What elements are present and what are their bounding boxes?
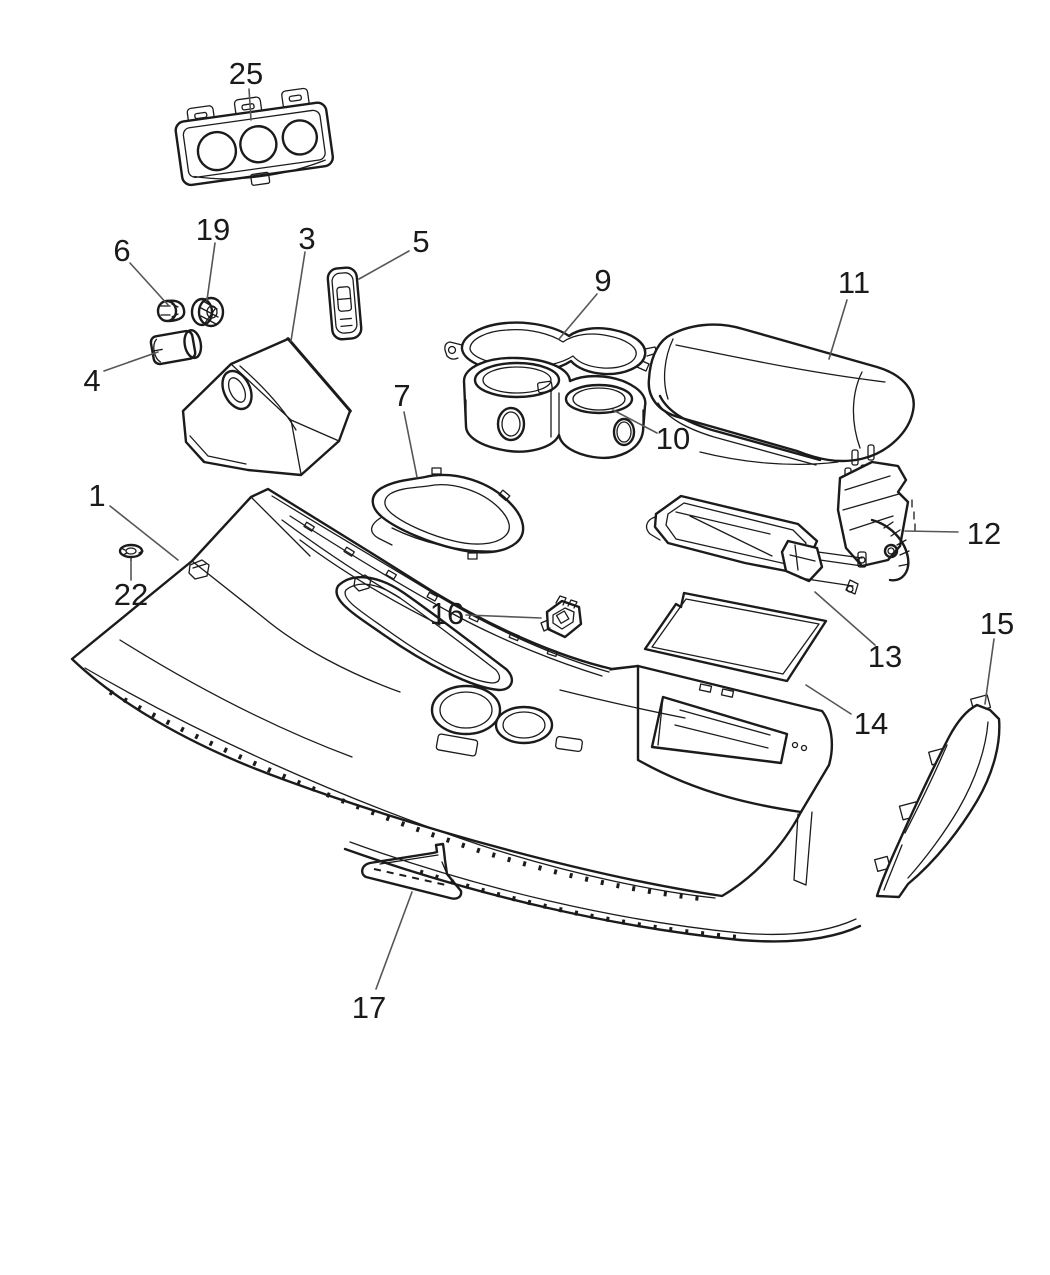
callout-label-12: 12 xyxy=(967,516,1001,551)
callout-label-6: 6 xyxy=(113,233,130,268)
callout-label-5: 5 xyxy=(412,224,429,259)
callout-label-13: 13 xyxy=(868,639,902,674)
part-6-cap xyxy=(156,299,186,323)
leader-14 xyxy=(805,684,852,715)
part-11-armrest-lid xyxy=(647,323,915,466)
part-7-console-bezel xyxy=(371,467,525,560)
callout-label-7: 7 xyxy=(393,378,410,413)
callout-label-22: 22 xyxy=(114,577,148,612)
callout-label-1: 1 xyxy=(88,478,105,513)
leader-12 xyxy=(904,530,959,533)
part-10-cupholder xyxy=(462,356,647,459)
part-3-front-trim xyxy=(181,337,352,477)
callout-label-10: 10 xyxy=(656,421,690,456)
callout-label-11: 11 xyxy=(838,265,870,300)
part-12-latch-bracket xyxy=(836,444,916,582)
part-13-storage-bin xyxy=(645,494,867,595)
part-4-socket xyxy=(149,328,203,366)
leader-11 xyxy=(828,299,848,360)
part-5-switch-panel xyxy=(326,266,363,341)
leader-10 xyxy=(612,409,658,434)
part-25-control-bezel xyxy=(174,87,335,187)
leader-6 xyxy=(129,262,170,307)
leader-5 xyxy=(358,250,410,280)
leader-3 xyxy=(290,251,306,342)
callout-label-4: 4 xyxy=(83,363,100,398)
leader-9 xyxy=(558,293,598,340)
part-15-side-trim xyxy=(874,694,1001,899)
leader-15 xyxy=(984,638,995,705)
callout-label-14: 14 xyxy=(854,706,888,741)
callout-label-9: 9 xyxy=(594,263,611,298)
callout-label-19: 19 xyxy=(196,212,230,247)
part-16-switch xyxy=(540,595,583,639)
leader-13 xyxy=(814,591,876,646)
leader-25 xyxy=(248,88,252,121)
leader-1 xyxy=(109,505,179,561)
callout-label-15: 15 xyxy=(980,606,1014,641)
part-1-console-base xyxy=(70,487,862,943)
leader-7 xyxy=(403,411,418,478)
leader-19 xyxy=(206,242,216,301)
part-22-fastener xyxy=(118,543,144,563)
leader-16 xyxy=(465,614,542,619)
callout-label-25: 25 xyxy=(229,56,263,91)
callout-labels: 25 19 6 3 5 9 11 4 7 10 1 12 22 16 15 13… xyxy=(83,56,1014,1025)
callout-label-16: 16 xyxy=(430,596,464,631)
leader-4 xyxy=(103,351,159,372)
part-19-knob xyxy=(190,296,225,328)
leader-17 xyxy=(375,891,413,990)
part-14-bin-mat xyxy=(643,591,828,683)
callout-label-17: 17 xyxy=(352,990,386,1025)
leader-lines xyxy=(103,88,995,990)
callout-label-3: 3 xyxy=(298,221,315,256)
